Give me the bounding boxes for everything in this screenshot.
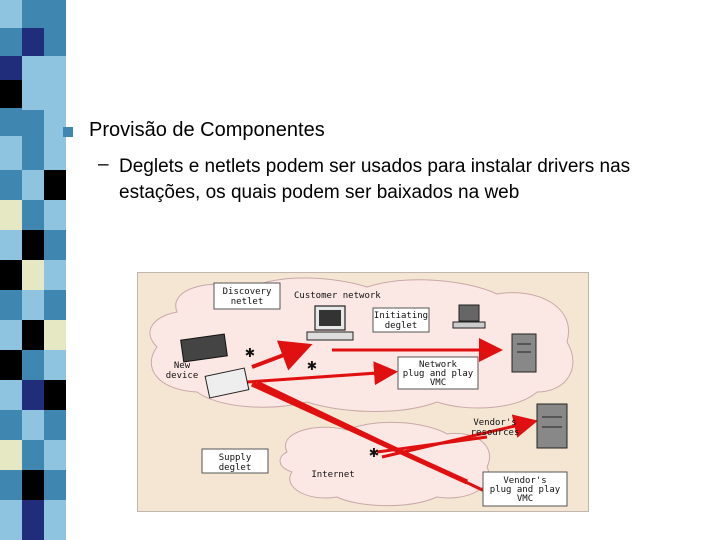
initiating-deglet-agent-icon: ✱ [307, 355, 317, 374]
stripe-block [0, 350, 22, 380]
stripe-block [0, 500, 22, 540]
stripe-block [44, 410, 66, 440]
stripe-block [44, 470, 66, 500]
supply-deglet-agent-icon: ✱ [369, 442, 379, 461]
initiating-deglet-box [372, 307, 430, 333]
initiating-deglet-label-2: deglet [385, 321, 418, 331]
supply-deglet-label-2: deglet [219, 463, 252, 473]
stripe-block [0, 260, 22, 290]
vendors-vmc-label-3: VMC [517, 494, 533, 504]
stripe-block [44, 500, 66, 540]
stripe-block [44, 56, 66, 110]
stripe-block [44, 170, 66, 200]
stripe-block [0, 290, 22, 320]
new-device-tablet-icon [180, 333, 228, 363]
stripe-block [22, 170, 44, 200]
vendors-vmc-label-1: Vendor's [503, 476, 546, 486]
red-arrows [246, 338, 538, 499]
network-vmc-box [397, 356, 479, 390]
stripe-block [44, 380, 66, 410]
discovery-netlet-label-1: Discovery [223, 287, 272, 297]
stripe-block [44, 320, 66, 350]
network-diagram: ✱ ✱ ✱ Discovery netlet Customer network … [137, 272, 589, 512]
stripe-block [0, 28, 22, 56]
vendors-resources-label-2: resources [471, 428, 520, 438]
customer-computer-icon [306, 305, 354, 341]
stripe-block [22, 500, 44, 540]
stripe-block [0, 0, 22, 28]
stripe-block [0, 380, 22, 410]
vendors-vmc-label-2: plug and play [490, 485, 561, 495]
stripe-block [0, 320, 22, 350]
stripe-block [22, 290, 44, 320]
stripe-block [44, 350, 66, 380]
new-device-label-2: device [166, 371, 199, 381]
stripe-block [22, 350, 44, 380]
sub-bullet-text: Deglets e netlets podem ser usados para … [119, 156, 631, 203]
internet-cloud [279, 421, 490, 507]
bullet-square-icon [63, 127, 73, 137]
stripe-block [22, 260, 44, 290]
stripe-block [22, 0, 44, 28]
supply-deglet-box [201, 448, 269, 474]
stripe-block [0, 230, 22, 260]
sub-bullet-dash: – [98, 154, 109, 175]
stripe-block [0, 170, 22, 200]
customer-network-label: Customer network [294, 291, 381, 301]
stripe-block [0, 470, 22, 500]
stripe-block [44, 230, 66, 260]
stripe-block [44, 440, 66, 470]
bullet-provisao-de-componentes: Provisão de Componentes [89, 119, 325, 141]
stripe-block [22, 410, 44, 440]
stripe-block [44, 140, 66, 170]
stripe-block [0, 200, 22, 230]
discovery-netlet-agent-icon: ✱ [245, 342, 255, 361]
workstation-icon [452, 304, 486, 329]
stripe-block [22, 200, 44, 230]
stripe-block [0, 136, 22, 170]
vendor-server-icon [536, 403, 568, 449]
stripe-block [0, 108, 22, 136]
stripe-block [22, 110, 44, 140]
supply-deglet-label-1: Supply [219, 453, 252, 463]
stripe-block [44, 110, 66, 140]
network-vmc-label-1: Network [419, 360, 458, 370]
vendors-vmc-box [482, 471, 568, 507]
decorative-stripe [0, 0, 66, 540]
stripe-block [22, 380, 44, 410]
stripe-block [22, 440, 44, 470]
stripe-block [0, 440, 22, 470]
stripe-block [0, 56, 22, 80]
new-device-printer-icon [204, 367, 250, 399]
network-vmc-label-2: plug and play [403, 369, 474, 379]
stripe-block [22, 140, 44, 170]
initiating-deglet-label-1: Initiating [374, 311, 428, 321]
stripe-block [22, 470, 44, 500]
vendors-resources-label-1: Vendor's [473, 418, 516, 428]
stripe-block [0, 80, 22, 108]
stripe-block [22, 230, 44, 260]
stripe-block [44, 0, 66, 56]
discovery-netlet-label-2: netlet [231, 297, 264, 307]
new-device-label-1: New [174, 361, 191, 371]
stripe-block [22, 320, 44, 350]
stripe-block [44, 290, 66, 320]
internet-label: Internet [311, 470, 354, 480]
stripe-block [22, 28, 44, 56]
network-vmc-label-3: VMC [430, 378, 446, 388]
stripe-block [44, 200, 66, 230]
network-server-icon [511, 333, 537, 373]
stripe-block [44, 260, 66, 290]
stripe-block [22, 56, 44, 110]
discovery-netlet-box [213, 282, 281, 310]
stripe-block [0, 410, 22, 440]
